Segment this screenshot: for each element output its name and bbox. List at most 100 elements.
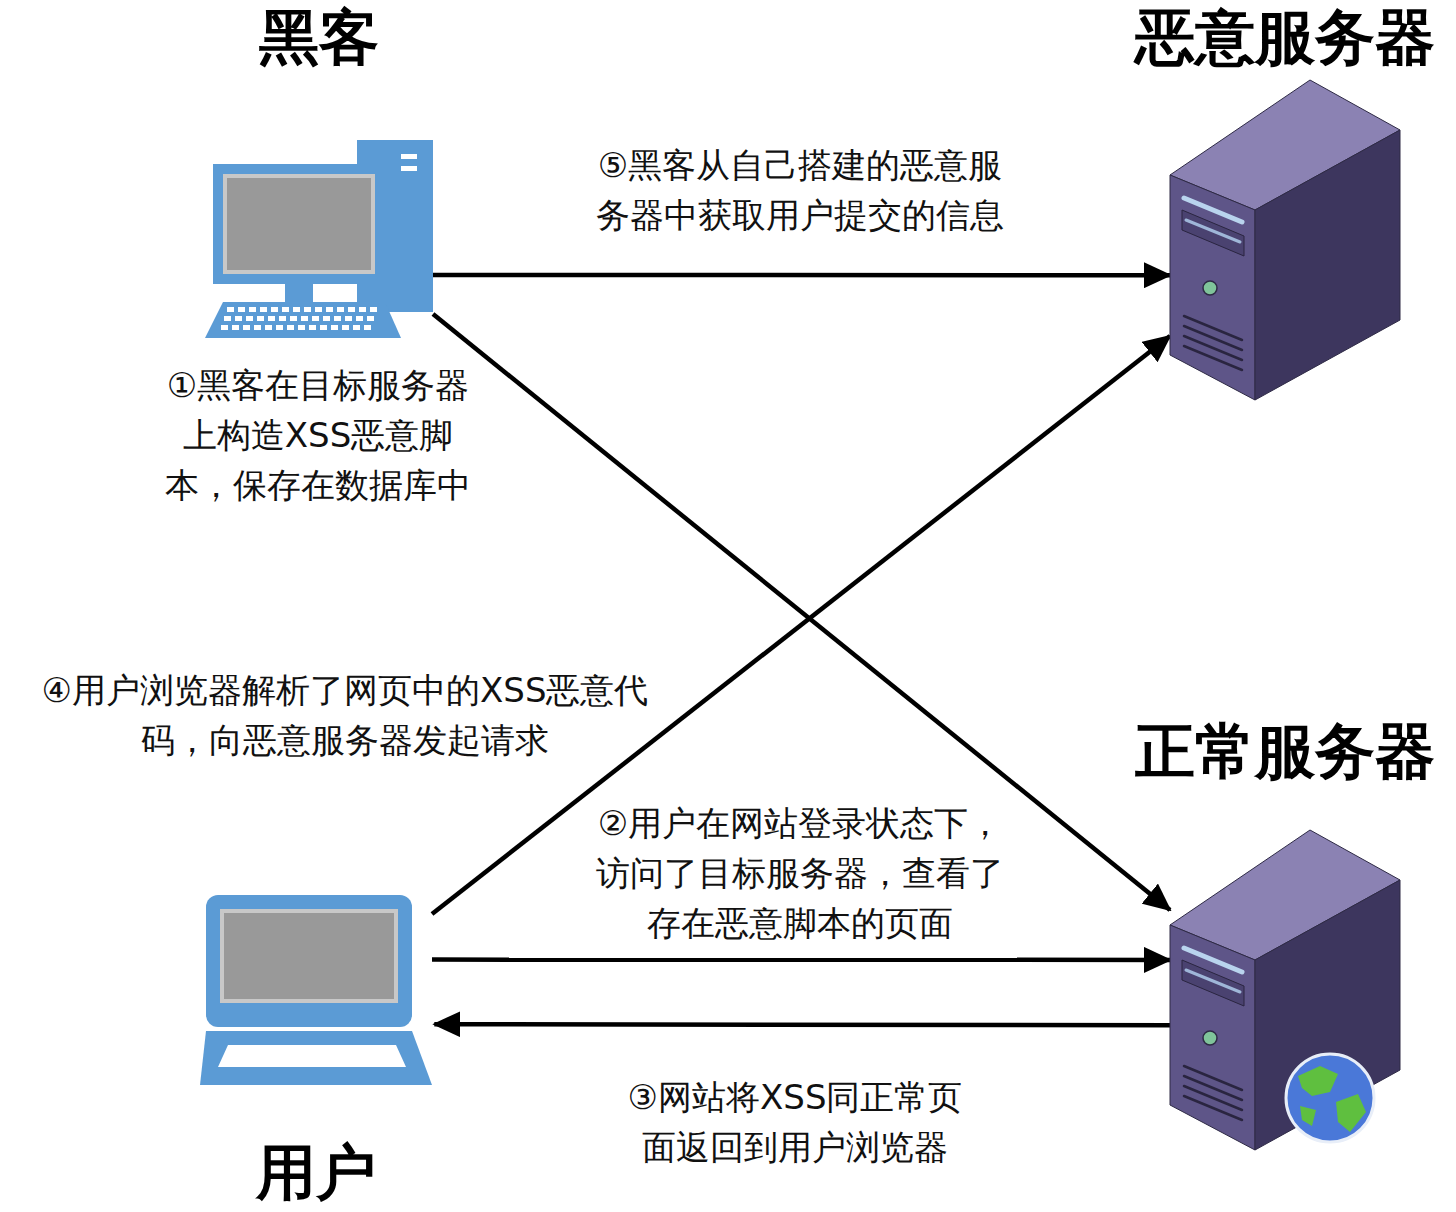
globe — [1286, 1054, 1374, 1142]
device-node: 用户 — [200, 895, 432, 1085]
keyboard-key — [221, 325, 228, 330]
drive-slot — [1186, 220, 1240, 242]
device-node: 恶意服务器 — [1170, 80, 1400, 400]
drive-bay — [1182, 210, 1244, 256]
tower-slot — [401, 166, 417, 171]
device-icon — [1170, 830, 1400, 1150]
laptop-base — [200, 1031, 432, 1085]
keyboard-key — [268, 316, 275, 321]
keyboard-key — [353, 325, 360, 330]
keyboard-key — [290, 316, 297, 321]
keyboard-key — [323, 316, 330, 321]
keyboard-key — [249, 307, 256, 312]
flow-arrow — [432, 957, 1170, 962]
keyboard-key — [342, 325, 349, 330]
server-side — [1255, 130, 1400, 400]
vent-line — [1184, 326, 1242, 350]
keyboard-key — [257, 316, 264, 321]
keyboard-key — [279, 316, 286, 321]
globe-icon — [1286, 1054, 1374, 1142]
laptop-icon — [200, 895, 432, 1085]
server-front — [1170, 925, 1255, 1150]
keyboard-key — [301, 316, 308, 321]
keyboard-key — [293, 307, 300, 312]
keyboard-key — [337, 307, 344, 312]
device-icon — [205, 140, 433, 340]
step-label: ③网站将XSS同正常页 面返回到用户浏览器 — [620, 1072, 970, 1172]
keyboard-key — [227, 307, 234, 312]
drive-bay — [1182, 960, 1244, 1006]
laptop-bezel — [220, 909, 398, 1003]
keyboard-key — [348, 307, 355, 312]
monitor-stand — [285, 284, 313, 302]
vent-line — [1184, 1086, 1242, 1110]
keyboard-key — [331, 325, 338, 330]
keyboard-key — [276, 325, 283, 330]
server-icon — [1170, 830, 1400, 1150]
power-button — [1203, 281, 1217, 295]
keyboard-key — [334, 316, 341, 321]
tower-slot — [401, 154, 417, 159]
server-side — [1255, 880, 1400, 1150]
keyboard-key — [246, 316, 253, 321]
keyboard-key — [367, 316, 374, 321]
laptop-screen — [224, 913, 394, 999]
keyboard-key — [282, 307, 289, 312]
keyboard-key — [238, 307, 245, 312]
vent-line — [1184, 336, 1242, 360]
step-label: ④用户浏览器解析了网页中的XSS恶意代 码，向恶意服务器发起请求 — [15, 665, 675, 765]
keyboard — [205, 302, 401, 338]
monitor-screen — [227, 178, 371, 270]
vent-line — [1184, 1066, 1242, 1090]
keyboard-key — [359, 307, 366, 312]
keyboard-key — [298, 325, 305, 330]
device-heading: 恶意服务器 — [1090, 4, 1456, 70]
keyboard-key — [265, 325, 272, 330]
flow-arrow — [434, 1024, 1170, 1025]
monitor-frame — [213, 164, 385, 284]
device-node: 黑客 — [205, 140, 433, 340]
keyboard-key — [364, 325, 371, 330]
vent-line — [1184, 346, 1242, 370]
keyboard-key — [370, 307, 377, 312]
keyboard-key — [326, 307, 333, 312]
keyboard-key — [304, 307, 311, 312]
vent-line — [1184, 316, 1242, 340]
globe-land — [1298, 1066, 1338, 1096]
keyboard-key — [287, 325, 294, 330]
power-button — [1203, 1031, 1217, 1045]
device-icon — [200, 895, 432, 1085]
step-label: ①黑客在目标服务器 上构造XSS恶意脚 本，保存在数据库中 — [153, 360, 483, 510]
device-heading: 黑客 — [125, 4, 513, 70]
step-label: ②用户在网站登录状态下， 访问了目标服务器，查看了 存在恶意脚本的页面 — [590, 798, 1010, 948]
drive-slot — [1186, 970, 1240, 992]
step-label: ⑤黑客从自己搭建的恶意服 务器中获取用户提交的信息 — [590, 140, 1010, 240]
keyboard-key — [260, 307, 267, 312]
device-heading: 用户 — [120, 1139, 512, 1205]
keyboard-key — [271, 307, 278, 312]
server-icon — [1170, 80, 1400, 400]
keyboard-key — [232, 325, 239, 330]
laptop-lid — [206, 895, 412, 1027]
server-front — [1170, 175, 1255, 400]
keyboard-key — [356, 316, 363, 321]
keyboard-key — [224, 316, 231, 321]
keyboard-key — [345, 316, 352, 321]
globe-land — [1336, 1094, 1366, 1132]
vent-line — [1184, 1076, 1242, 1100]
device-heading: 正常服务器 — [1090, 718, 1456, 784]
laptop-keyboard — [218, 1045, 406, 1067]
desktop-icon — [205, 140, 433, 338]
keyboard-key — [235, 316, 242, 321]
globe-land — [1300, 1106, 1316, 1126]
device-icon — [1170, 80, 1400, 400]
vent-line — [1184, 1096, 1242, 1120]
device-node: 正常服务器 — [1170, 830, 1400, 1150]
monitor-bezel — [223, 174, 375, 274]
keyboard-key — [312, 316, 319, 321]
keyboard-key — [243, 325, 250, 330]
keyboard-key — [320, 325, 327, 330]
keyboard-key — [309, 325, 316, 330]
flow-arrow — [433, 273, 1170, 278]
